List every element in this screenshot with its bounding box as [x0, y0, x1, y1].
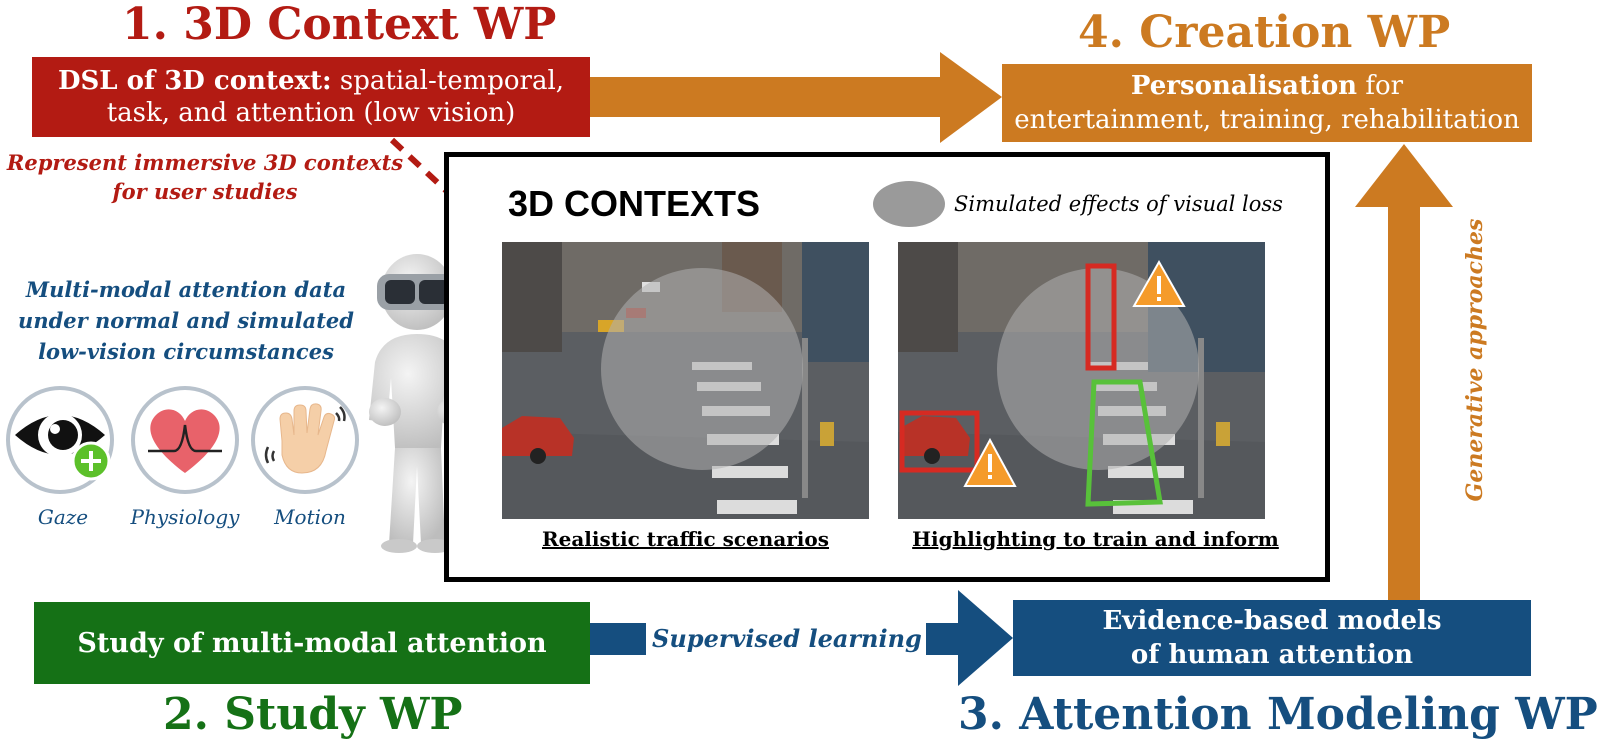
- wp3-title: 3. Attention Modeling WP: [958, 689, 1598, 740]
- wp1-box: DSL of 3D context: spatial-temporal, tas…: [32, 57, 590, 137]
- wp4-box-line2: entertainment, training, rehabilitation: [1014, 105, 1520, 135]
- highlight-scene-image: [898, 242, 1265, 519]
- wp1-box-line2: task, and attention (low vision): [106, 98, 516, 128]
- wp1-box-line1: spatial-temporal,: [331, 66, 565, 96]
- wp1-note: Represent immersive 3D contexts for user…: [0, 148, 410, 206]
- hand-wave-icon: [251, 386, 359, 494]
- label-physiology: Physiology: [130, 505, 240, 529]
- multimodal-note: Multi-modal attention data under normal …: [0, 274, 372, 367]
- wp4-box-line1: for: [1357, 71, 1404, 101]
- wp3-box-line2: of human attention: [1130, 640, 1414, 670]
- wp1-note-line2: for user studies: [112, 179, 298, 204]
- arrow-modeling-to-creation: [1355, 144, 1453, 600]
- wp1-note-line1: Represent immersive 3D contexts: [6, 150, 404, 175]
- wp1-title: 1. 3D Context WP: [122, 0, 557, 50]
- wp4-box: Personalisation for entertainment, train…: [1002, 64, 1532, 142]
- wp2-box: Study of multi-modal attention: [34, 602, 590, 684]
- warning-icon: [1132, 259, 1186, 307]
- warning-icon: [963, 437, 1017, 487]
- visual-loss-legend: Simulated effects of visual loss: [954, 192, 1283, 216]
- caption-left: Realistic traffic scenarios: [541, 527, 830, 551]
- wp3-box: Evidence-based models of human attention: [1013, 600, 1531, 676]
- label-gaze: Gaze: [37, 505, 89, 529]
- multimodal-line2: under normal and simulated: [18, 308, 354, 333]
- heart-pulse-icon: [131, 386, 239, 494]
- multimodal-line3: low-vision circumstances: [38, 339, 334, 364]
- contexts-title: 3D CONTEXTS: [508, 183, 761, 224]
- traffic-scene-image: [502, 242, 869, 519]
- wp4-box-bold: Personalisation: [1130, 71, 1358, 101]
- wp1-box-bold: DSL of 3D context:: [57, 66, 332, 96]
- wp2-title: 2. Study WP: [163, 689, 463, 740]
- wp4-title: 4. Creation WP: [1078, 7, 1451, 58]
- multimodal-line1: Multi-modal attention data: [25, 277, 347, 302]
- label-motion: Motion: [274, 505, 346, 529]
- generative-label: Generative approaches: [1462, 218, 1488, 502]
- arrow-context-to-creation: [590, 52, 1002, 143]
- caption-right: Highlighting to train and inform: [912, 527, 1279, 551]
- arrows-layer: [389, 52, 1453, 686]
- supervised-label: Supervised learning: [652, 624, 922, 653]
- wp3-box-line1: Evidence-based models: [1102, 606, 1442, 636]
- arrow-study-to-modeling: [590, 590, 1013, 686]
- visual-loss-legend-icon: [873, 181, 945, 227]
- gaze-icon: [6, 386, 114, 494]
